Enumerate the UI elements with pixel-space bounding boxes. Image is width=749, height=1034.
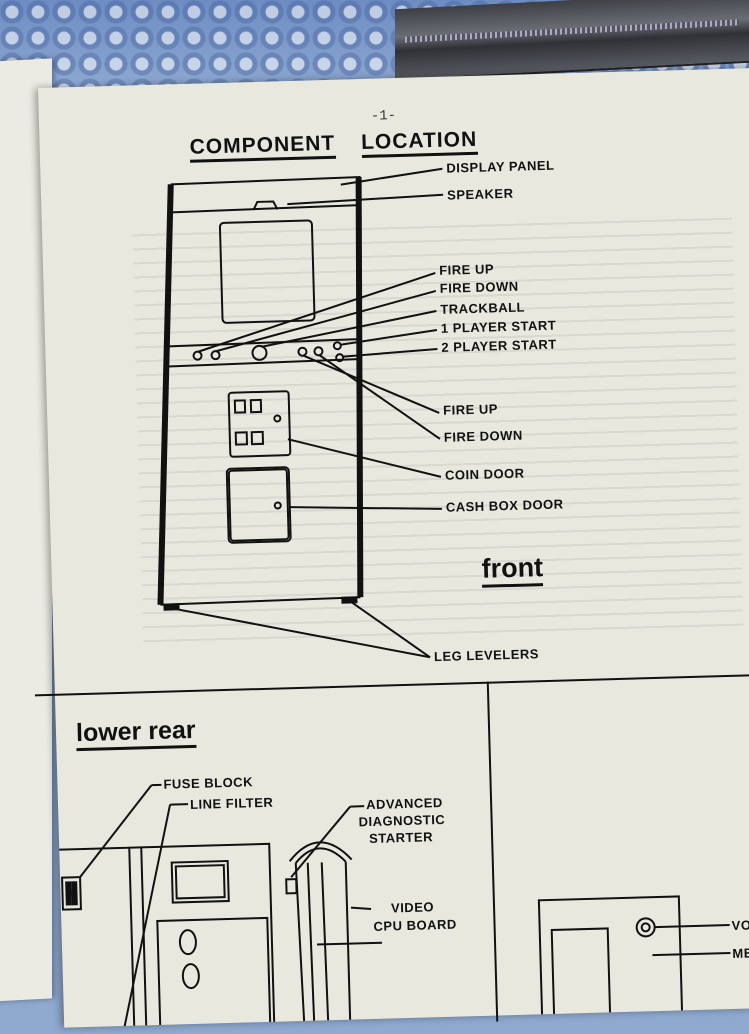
label-fire-up-right: FIRE UP	[443, 401, 498, 418]
label-fire-down-left: FIRE DOWN	[440, 279, 519, 296]
label-leg-levelers: LEG LEVELERS	[434, 646, 539, 664]
lower-rear-section-title: lower rear	[76, 716, 196, 751]
front-cabinet-diagram	[38, 67, 749, 1027]
label-trackball: TRACKBALL	[440, 299, 525, 316]
label-vol-partial: VO	[731, 917, 749, 933]
front-section-title: front	[481, 552, 543, 588]
label-speaker: SPEAKER	[447, 186, 514, 203]
label-advanced-line1: ADVANCED	[366, 795, 443, 812]
label-me-partial: ME	[732, 945, 749, 961]
label-display-panel: DISPLAY PANEL	[446, 158, 555, 176]
label-video-line1: VIDEO	[391, 899, 434, 915]
label-advanced-line3: STARTER	[369, 829, 433, 846]
label-coin-door: COIN DOOR	[445, 466, 525, 483]
label-video-line2: CPU BOARD	[373, 917, 457, 934]
label-fire-up-left: FIRE UP	[439, 261, 494, 278]
label-2-player-start: 2 PLAYER START	[441, 337, 557, 355]
label-line-filter: LINE FILTER	[190, 795, 274, 812]
label-fire-down-right: FIRE DOWN	[444, 428, 523, 445]
label-advanced-line2: DIAGNOSTIC	[358, 812, 445, 829]
label-fuse-block: FUSE BLOCK	[163, 774, 253, 791]
